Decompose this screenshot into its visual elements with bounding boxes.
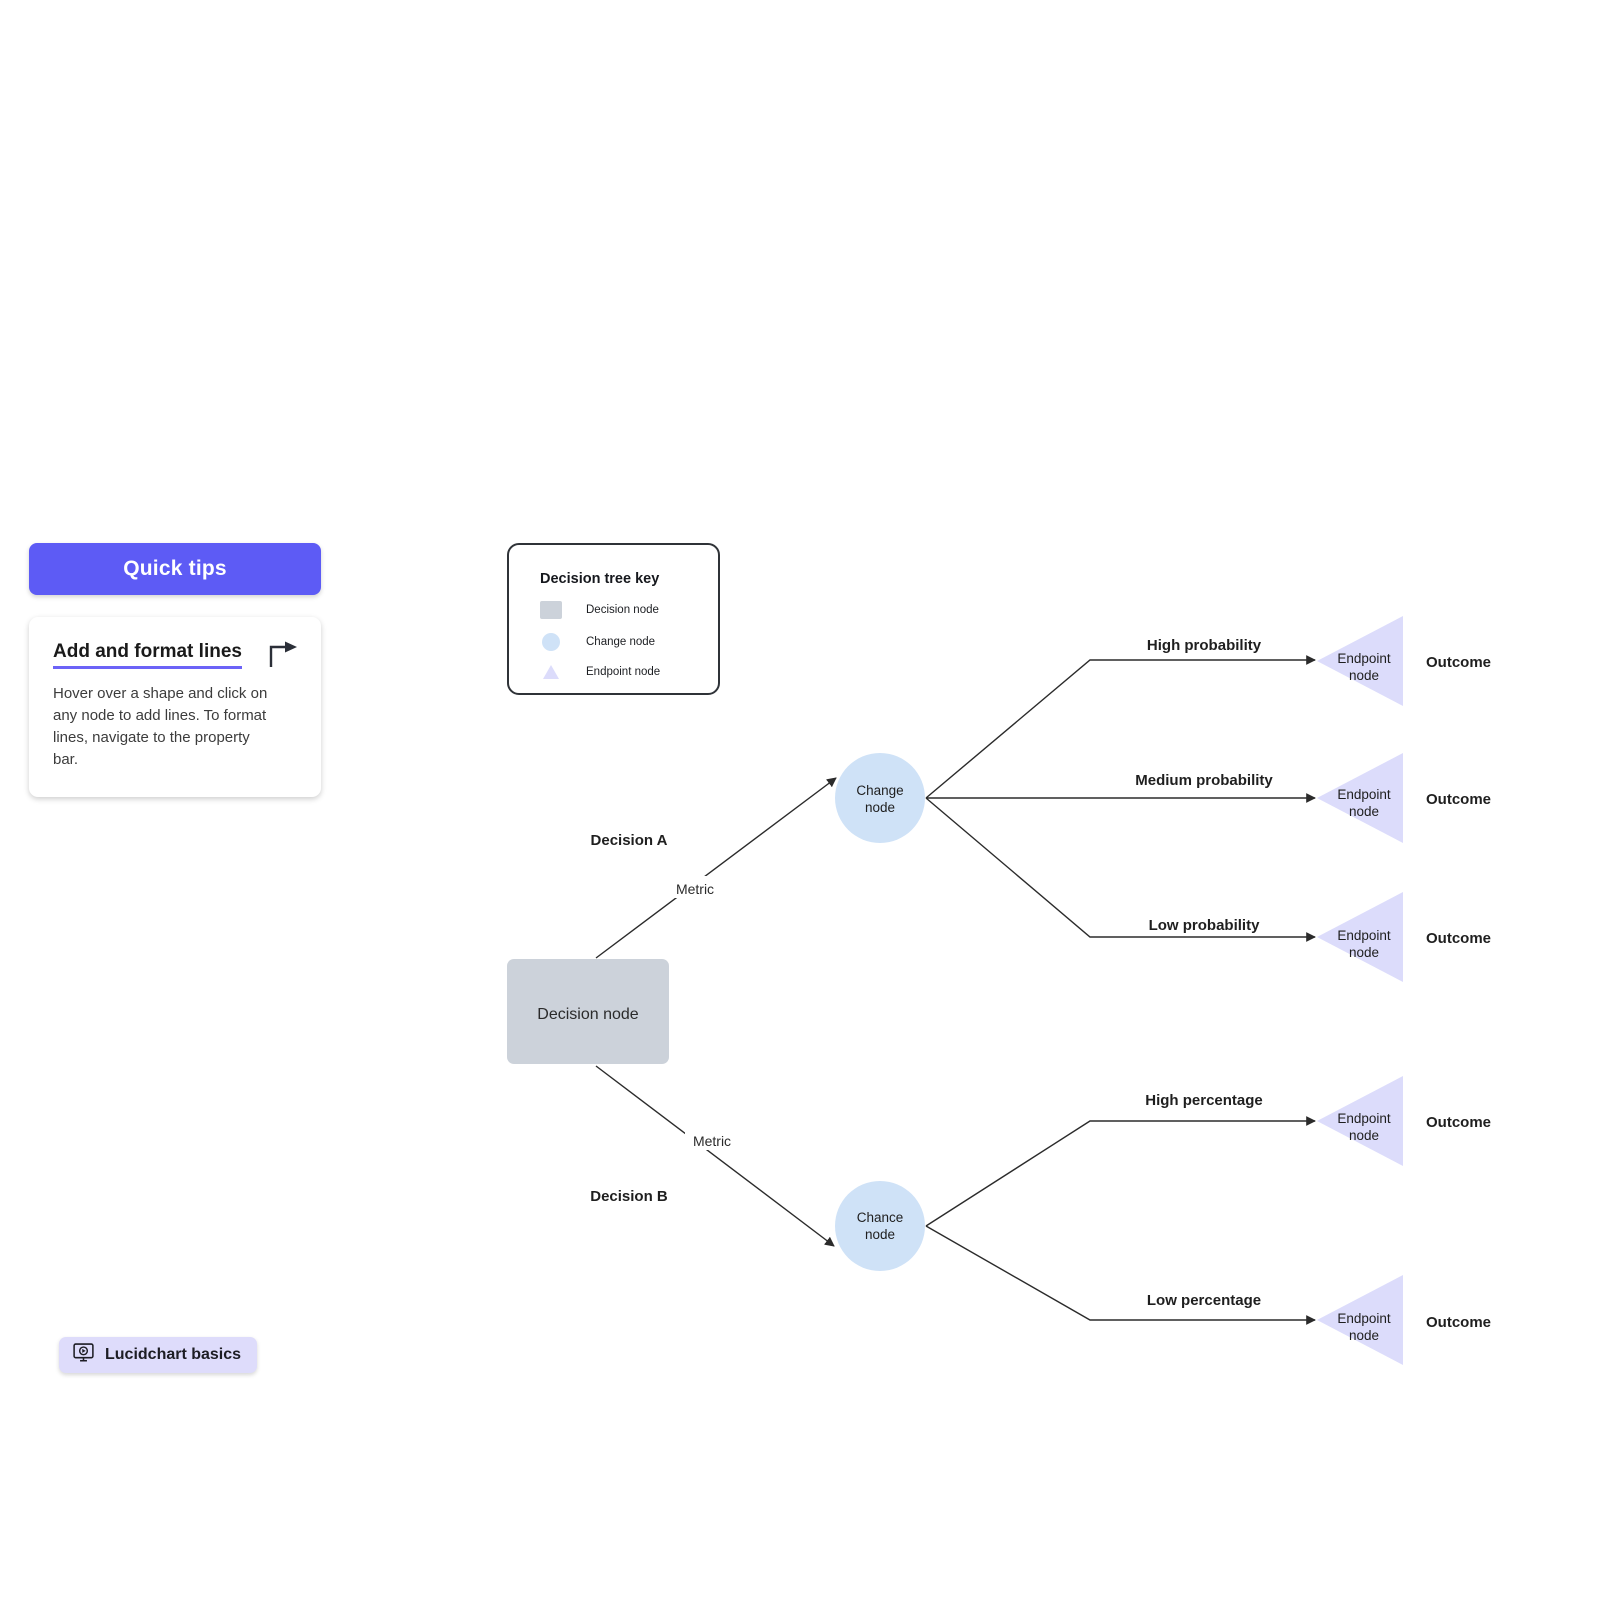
node-endpoint-3[interactable]: Endpoint node [1317, 892, 1403, 982]
elbow-line-arrow-icon [265, 637, 299, 671]
edge-label-high-probability: High probability [1147, 637, 1262, 654]
legend-item-endpoint-node: Endpoint node [540, 665, 718, 679]
edge-label-high-percentage: High percentage [1145, 1092, 1263, 1109]
node-change-top-label-line1: Change [856, 783, 903, 798]
node-endpoint-5-label-line2: node [1349, 1328, 1379, 1343]
quick-tip-body: Hover over a shape and click on any node… [53, 685, 268, 768]
lucidchart-basics-button[interactable]: Lucidchart basics [59, 1337, 258, 1373]
node-endpoint-2-label-line2: node [1349, 804, 1379, 819]
quick-tip-title: Add and format lines [53, 641, 242, 669]
node-chance-bottom-label-line2: node [865, 1227, 895, 1242]
edge-label-medium-probability: Medium probability [1135, 772, 1273, 789]
node-chance-bottom[interactable]: Chance node [835, 1181, 925, 1271]
node-endpoint-2[interactable]: Endpoint node [1317, 753, 1403, 843]
outcome-label-3: Outcome [1426, 930, 1491, 947]
node-endpoint-3-label-line1: Endpoint [1337, 928, 1391, 943]
connector-change-to-endpoint-3[interactable] [925, 797, 1316, 942]
node-endpoint-3-label-line2: node [1349, 945, 1379, 960]
node-endpoint-2-label-line1: Endpoint [1337, 787, 1391, 802]
legend-item-decision-node: Decision node [540, 601, 718, 619]
quick-tips-header-button[interactable]: Quick tips [29, 543, 321, 595]
edge-label-low-percentage: Low percentage [1147, 1292, 1261, 1309]
monitor-play-icon [72, 1341, 95, 1369]
edge-label-metric-a: Metric [676, 881, 714, 897]
outcome-label-1: Outcome [1426, 654, 1491, 671]
connector-change-to-endpoint-1[interactable] [925, 655, 1316, 799]
node-endpoint-1-label-line1: Endpoint [1337, 651, 1391, 666]
branch-title-decision-b: Decision B [590, 1188, 668, 1205]
node-endpoint-5[interactable]: Endpoint node [1317, 1275, 1403, 1365]
edge-label-low-probability: Low probability [1149, 917, 1260, 934]
node-decision-root[interactable]: Decision node [507, 959, 669, 1064]
connector-root-to-chance-node[interactable] [595, 1065, 835, 1247]
node-endpoint-4-label-line1: Endpoint [1337, 1111, 1391, 1126]
branch-title-decision-a: Decision A [591, 832, 668, 849]
node-endpoint-4-label-line2: node [1349, 1128, 1379, 1143]
square-swatch-icon [540, 601, 562, 619]
lucidchart-basics-label: Lucidchart basics [105, 1346, 242, 1363]
quick-tips-header-label: Quick tips [123, 557, 227, 580]
decision-tree-key-legend: Decision tree key Decision node Change n… [507, 543, 720, 695]
connector-root-to-change-node[interactable] [595, 777, 837, 959]
outcome-label-2: Outcome [1426, 791, 1491, 808]
legend-item-label: Decision node [586, 604, 659, 616]
node-change-top[interactable]: Change node [835, 753, 925, 843]
connector-chance-to-endpoint-5[interactable] [925, 1225, 1316, 1325]
legend-title: Decision tree key [540, 571, 660, 587]
node-endpoint-1-label-line2: node [1349, 668, 1379, 683]
node-change-top-label-line2: node [865, 800, 895, 815]
node-chance-bottom-label-line1: Chance [857, 1210, 904, 1225]
node-endpoint-5-label-line1: Endpoint [1337, 1311, 1391, 1326]
legend-item-label: Change node [586, 636, 656, 648]
quick-tip-card[interactable]: Add and format lines Hover over a shape … [29, 617, 321, 797]
node-endpoint-4[interactable]: Endpoint node [1317, 1076, 1403, 1166]
connector-chance-to-endpoint-4[interactable] [925, 1116, 1316, 1227]
outcome-label-5: Outcome [1426, 1314, 1491, 1331]
edge-label-metric-b: Metric [693, 1133, 731, 1149]
triangle-swatch-icon [543, 665, 559, 679]
circle-swatch-icon [542, 633, 560, 651]
node-endpoint-1[interactable]: Endpoint node [1317, 616, 1403, 706]
quick-tip-title-wrap: Add and format lines [53, 641, 299, 669]
legend-item-change-node: Change node [540, 633, 718, 651]
outcome-label-4: Outcome [1426, 1114, 1491, 1131]
legend-item-label: Endpoint node [586, 666, 661, 678]
quick-tips-panel: Quick tips Add and format lines Hover ov… [29, 543, 321, 1373]
node-decision-root-label: Decision node [537, 1006, 639, 1023]
